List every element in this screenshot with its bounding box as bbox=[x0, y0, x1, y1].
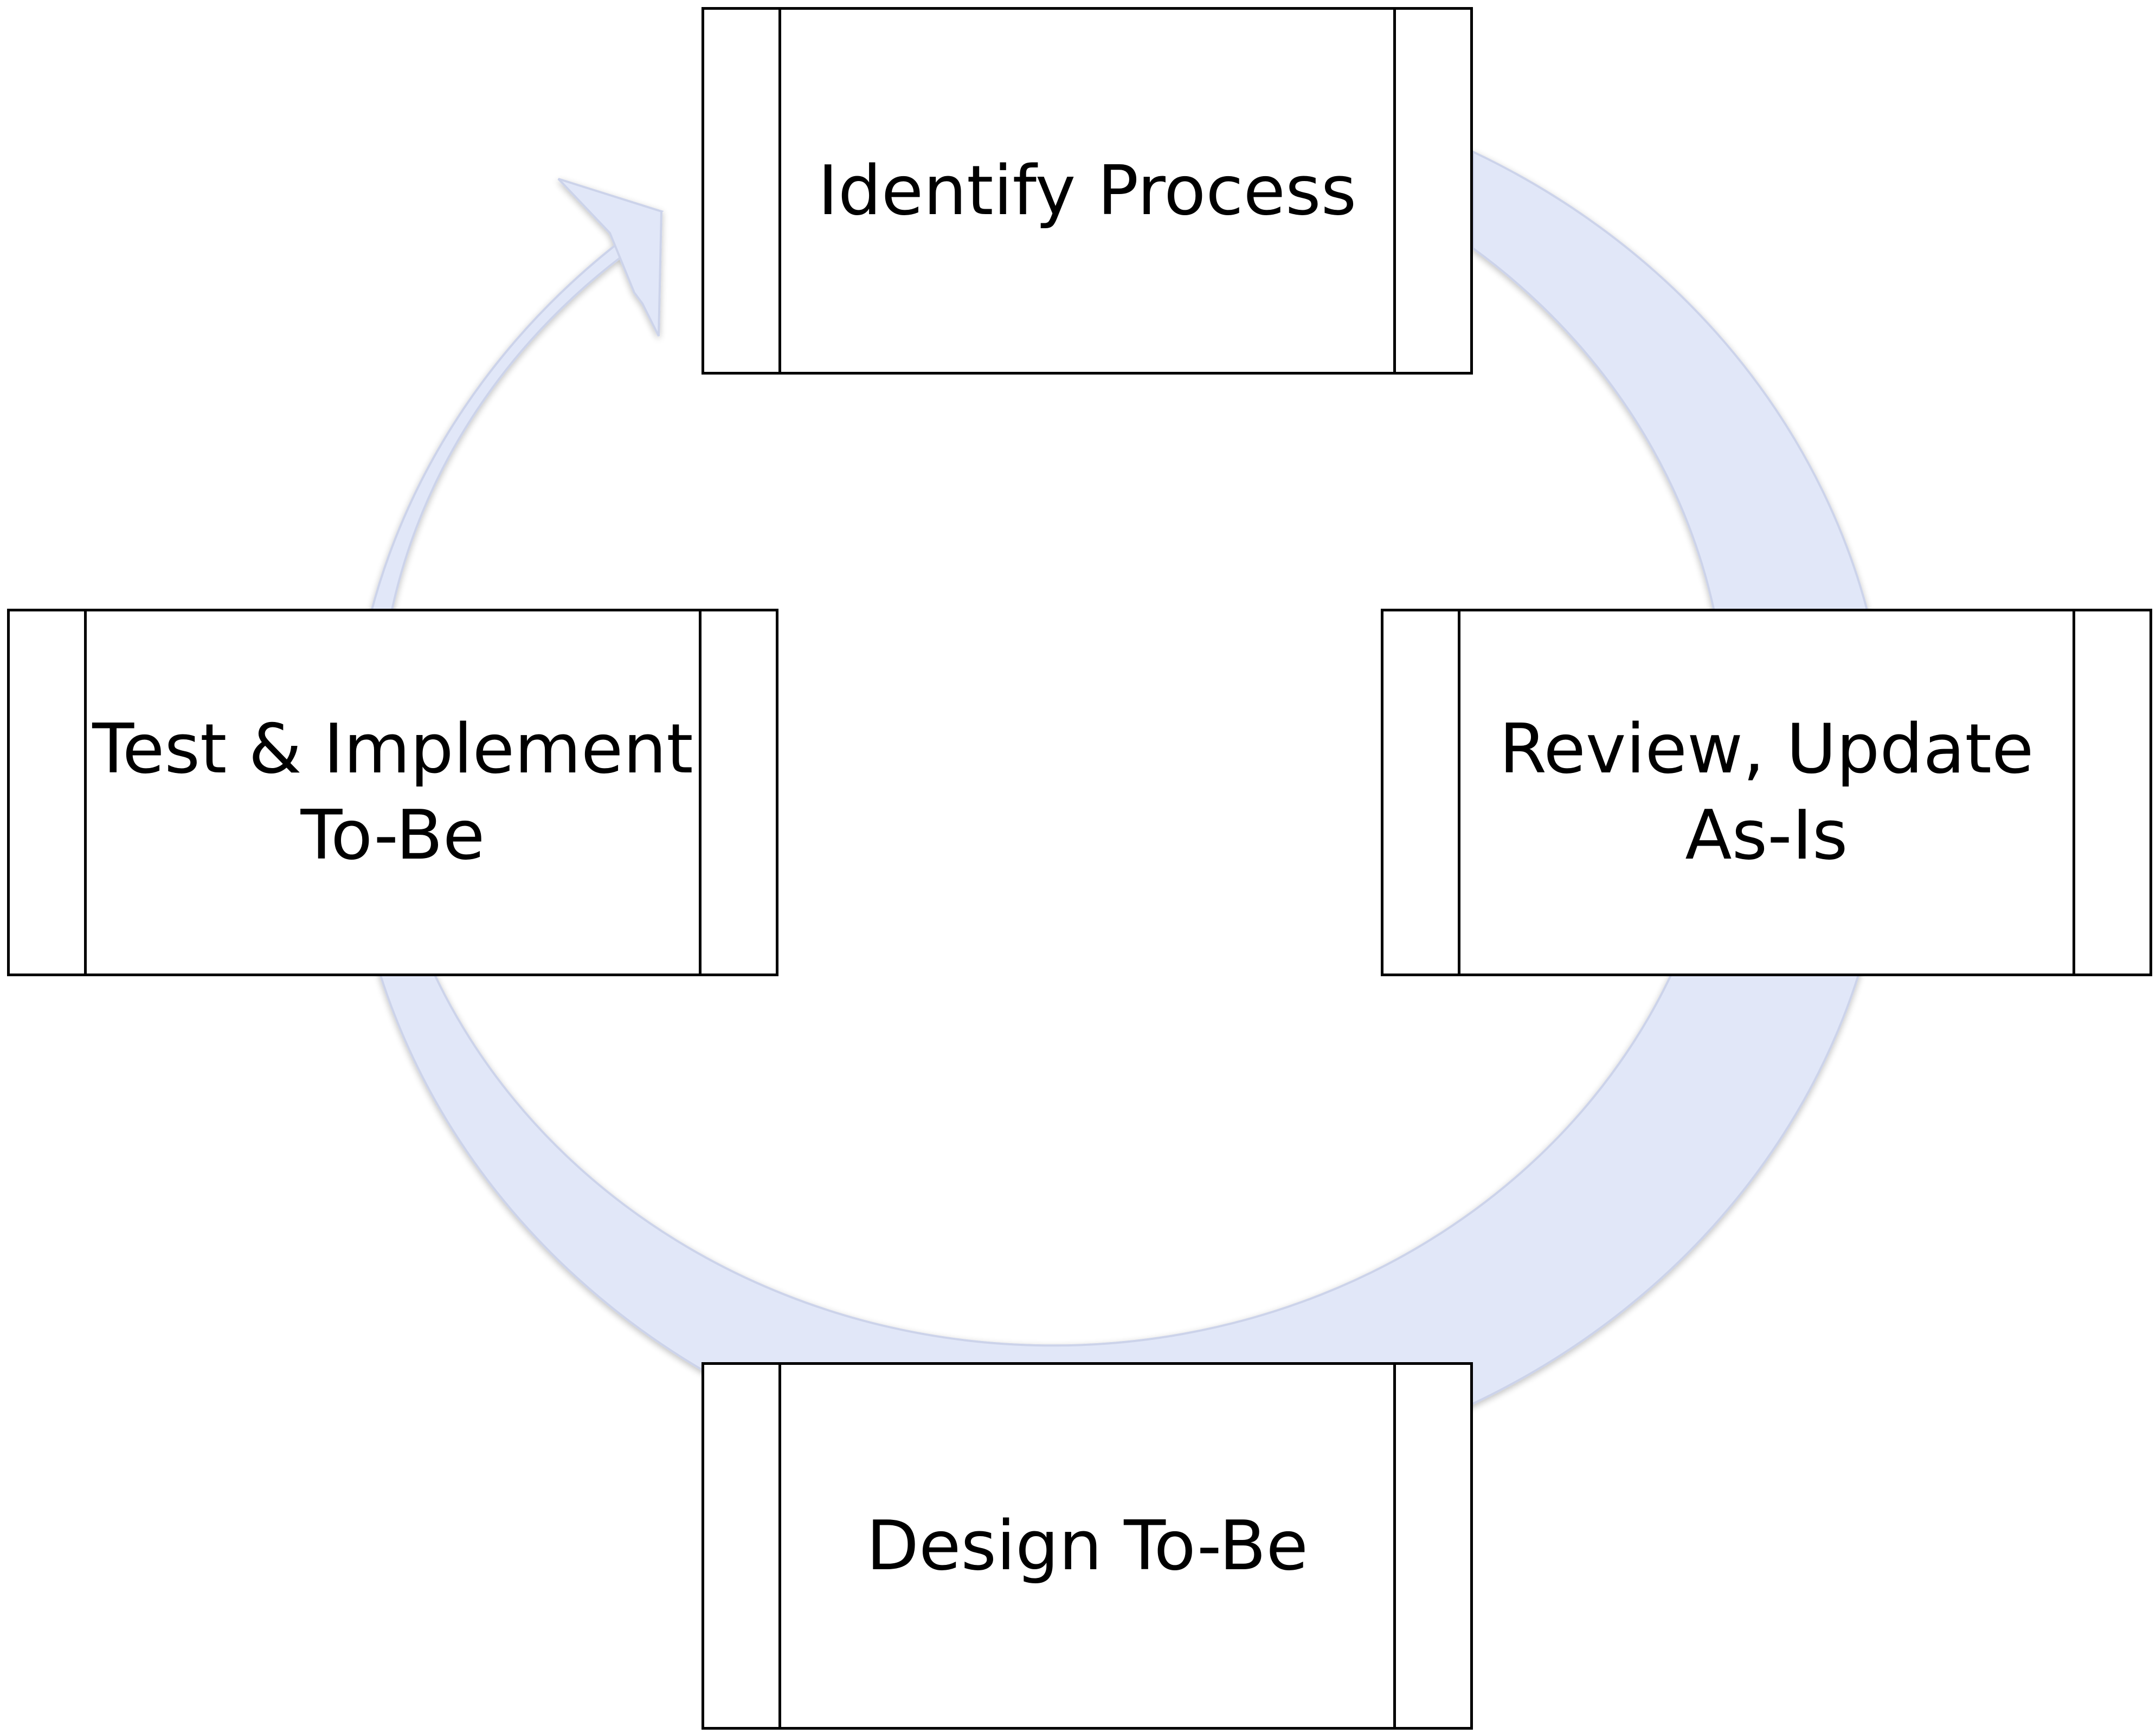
box-left-bar bbox=[1458, 611, 1460, 974]
step-label-line: Test & Implement bbox=[92, 709, 693, 789]
box-left-bar bbox=[84, 611, 87, 974]
box-right-bar bbox=[2073, 611, 2075, 974]
box-right-bar bbox=[699, 611, 701, 974]
box-right-bar bbox=[1393, 10, 1396, 372]
step-design-to-be: Design To-Be bbox=[701, 1362, 1473, 1730]
step-identify-process: Identify Process bbox=[701, 7, 1473, 375]
step-test-implement-to-be: Test & Implement To-Be bbox=[7, 609, 778, 976]
step-label-line: As-Is bbox=[1685, 795, 1848, 875]
step-label: Test & Implement To-Be bbox=[11, 706, 774, 879]
step-label-line: Identify Process bbox=[818, 150, 1357, 230]
step-label-line: Review, Update bbox=[1499, 709, 2034, 789]
step-label: Identify Process bbox=[737, 148, 1438, 234]
step-label: Review, Update As-Is bbox=[1418, 706, 2115, 879]
step-review-update-as-is: Review, Update As-Is bbox=[1381, 609, 2152, 976]
step-label-line: To-Be bbox=[300, 795, 485, 875]
box-right-bar bbox=[1393, 1365, 1396, 1727]
step-label: Design To-Be bbox=[785, 1503, 1389, 1589]
cycle-arrowhead bbox=[557, 178, 663, 337]
box-left-bar bbox=[778, 1365, 781, 1727]
step-label-line: Design To-Be bbox=[866, 1505, 1308, 1585]
box-left-bar bbox=[778, 10, 781, 372]
